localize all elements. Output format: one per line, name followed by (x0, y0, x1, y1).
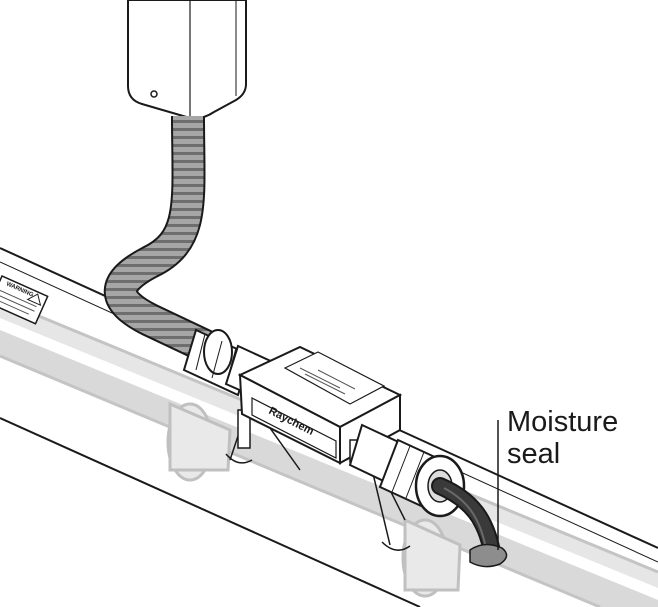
heating-cable (431, 477, 501, 561)
callout-line-1: Moisture (507, 406, 619, 438)
warning-sticker (0, 275, 49, 325)
warning-triangle-icon (26, 293, 42, 307)
heater-controller (237, 345, 403, 465)
moisture-seal (469, 543, 508, 568)
flexible-conduit-icon (103, 115, 213, 362)
left-connector (182, 328, 277, 402)
callout-line-2: seal (507, 438, 561, 470)
moisture-seal-callout: Moisture seal (507, 406, 618, 470)
junction-box-icon (127, 0, 247, 120)
